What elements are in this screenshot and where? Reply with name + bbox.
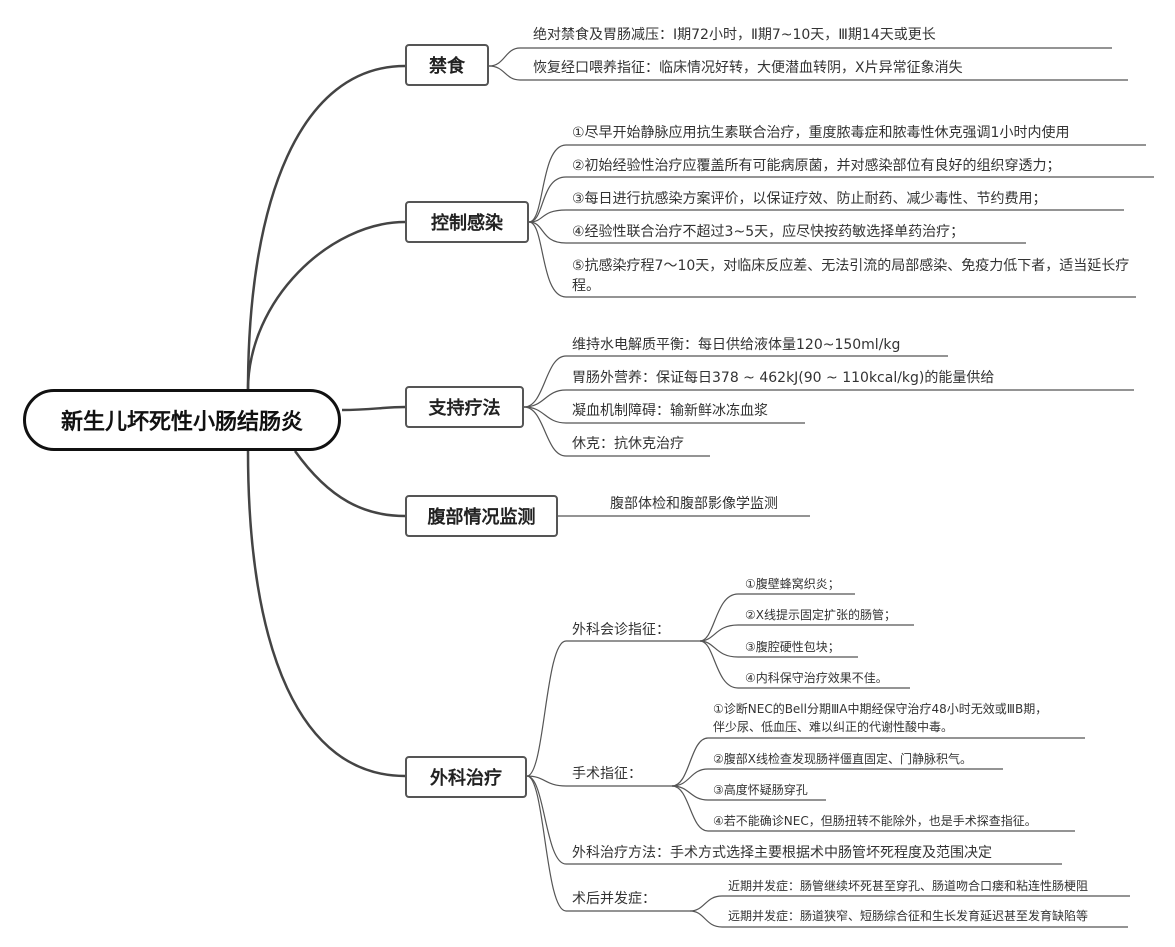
branch-supportive-therapy[interactable]: 支持疗法 [405,386,524,428]
root-connectors [246,64,406,778]
surgery-indication-label[interactable]: 手术指征： [572,766,642,782]
leaf-connectors [488,47,1154,928]
consult-item-2[interactable]: ②X线提示固定扩张的肠管； [745,608,896,622]
fasting-item-refeeding[interactable]: 恢复经口喂养指征：临床情况好转，大便潜血转阴，X片异常征象消失 [533,60,963,76]
branch-infection-control[interactable]: 控制感染 [405,201,529,243]
support-item-fluid[interactable]: 维持水电解质平衡：每日供给液体量120~150ml/kg [572,337,901,353]
branch-fasting[interactable]: 禁食 [405,44,489,86]
monitor-item-exam[interactable]: 腹部体检和腹部影像学监测 [610,496,778,512]
indication-item-1[interactable]: ①诊断NEC的Bell分期ⅢA中期经保守治疗48小时无效或ⅢB期，伴少尿、低血压… [713,702,1048,734]
consult-item-4[interactable]: ④内科保守治疗效果不佳。 [745,671,888,685]
consult-item-3[interactable]: ③腹腔硬性包块； [745,640,840,654]
indication-item-2[interactable]: ②腹部X线检查发现肠袢僵直固定、门静脉积气。 [713,752,972,766]
complication-item-early[interactable]: 近期并发症：肠管继续坏死甚至穿孔、肠道吻合口瘘和粘连性肠梗阻 [728,879,1089,893]
branch-abdominal-monitoring[interactable]: 腹部情况监测 [405,495,558,537]
infection-item-1[interactable]: ①尽早开始静脉应用抗生素联合治疗，重度脓毒症和脓毒性休克强调1小时内使用 [572,125,1070,141]
fasting-item-duration[interactable]: 绝对禁食及胃肠减压：Ⅰ期72小时，Ⅱ期7~10天，Ⅲ期14天或更长 [533,27,936,43]
complication-item-late[interactable]: 远期并发症：肠道狭窄、短肠综合征和生长发育延迟甚至发育缺陷等 [728,909,1089,923]
support-item-nutrition[interactable]: 胃肠外营养：保证每日378 ~ 462kJ(90 ~ 110kcal/kg)的能… [572,370,995,386]
support-item-shock[interactable]: 休克：抗休克治疗 [572,436,684,452]
central-topic[interactable]: 新生儿坏死性小肠结肠炎 [23,389,341,451]
infection-item-2[interactable]: ②初始经验性治疗应覆盖所有可能病原菌，并对感染部位有良好的组织穿透力； [572,158,1061,174]
surgery-consult-label[interactable]: 外科会诊指征： [572,622,670,638]
support-item-coagulation[interactable]: 凝血机制障碍：输新鲜冰冻血浆 [572,403,768,419]
infection-item-5[interactable]: ⑤抗感染疗程7～10天，对临床反应差、无法引流的局部感染、免疫力低下者，适当延长… [572,258,1130,294]
surgery-complication-label[interactable]: 术后并发症： [572,891,656,907]
branch-surgical-treatment[interactable]: 外科治疗 [405,756,527,798]
surgery-method[interactable]: 外科治疗方法：手术方式选择主要根据术中肠管坏死程度及范围决定 [572,845,992,861]
infection-item-4[interactable]: ④经验性联合治疗不超过3~5天，应尽快按药敏选择单药治疗； [572,224,965,240]
consult-item-1[interactable]: ①腹壁蜂窝织炎； [745,577,840,591]
infection-item-3[interactable]: ③每日进行抗感染方案评价，以保证疗效、防止耐药、减少毒性、节约费用； [572,191,1047,207]
indication-item-4[interactable]: ④若不能确诊NEC，但肠扭转不能除外，也是手术探查指征。 [713,814,1037,828]
indication-item-3[interactable]: ③高度怀疑肠穿孔 [713,783,808,797]
